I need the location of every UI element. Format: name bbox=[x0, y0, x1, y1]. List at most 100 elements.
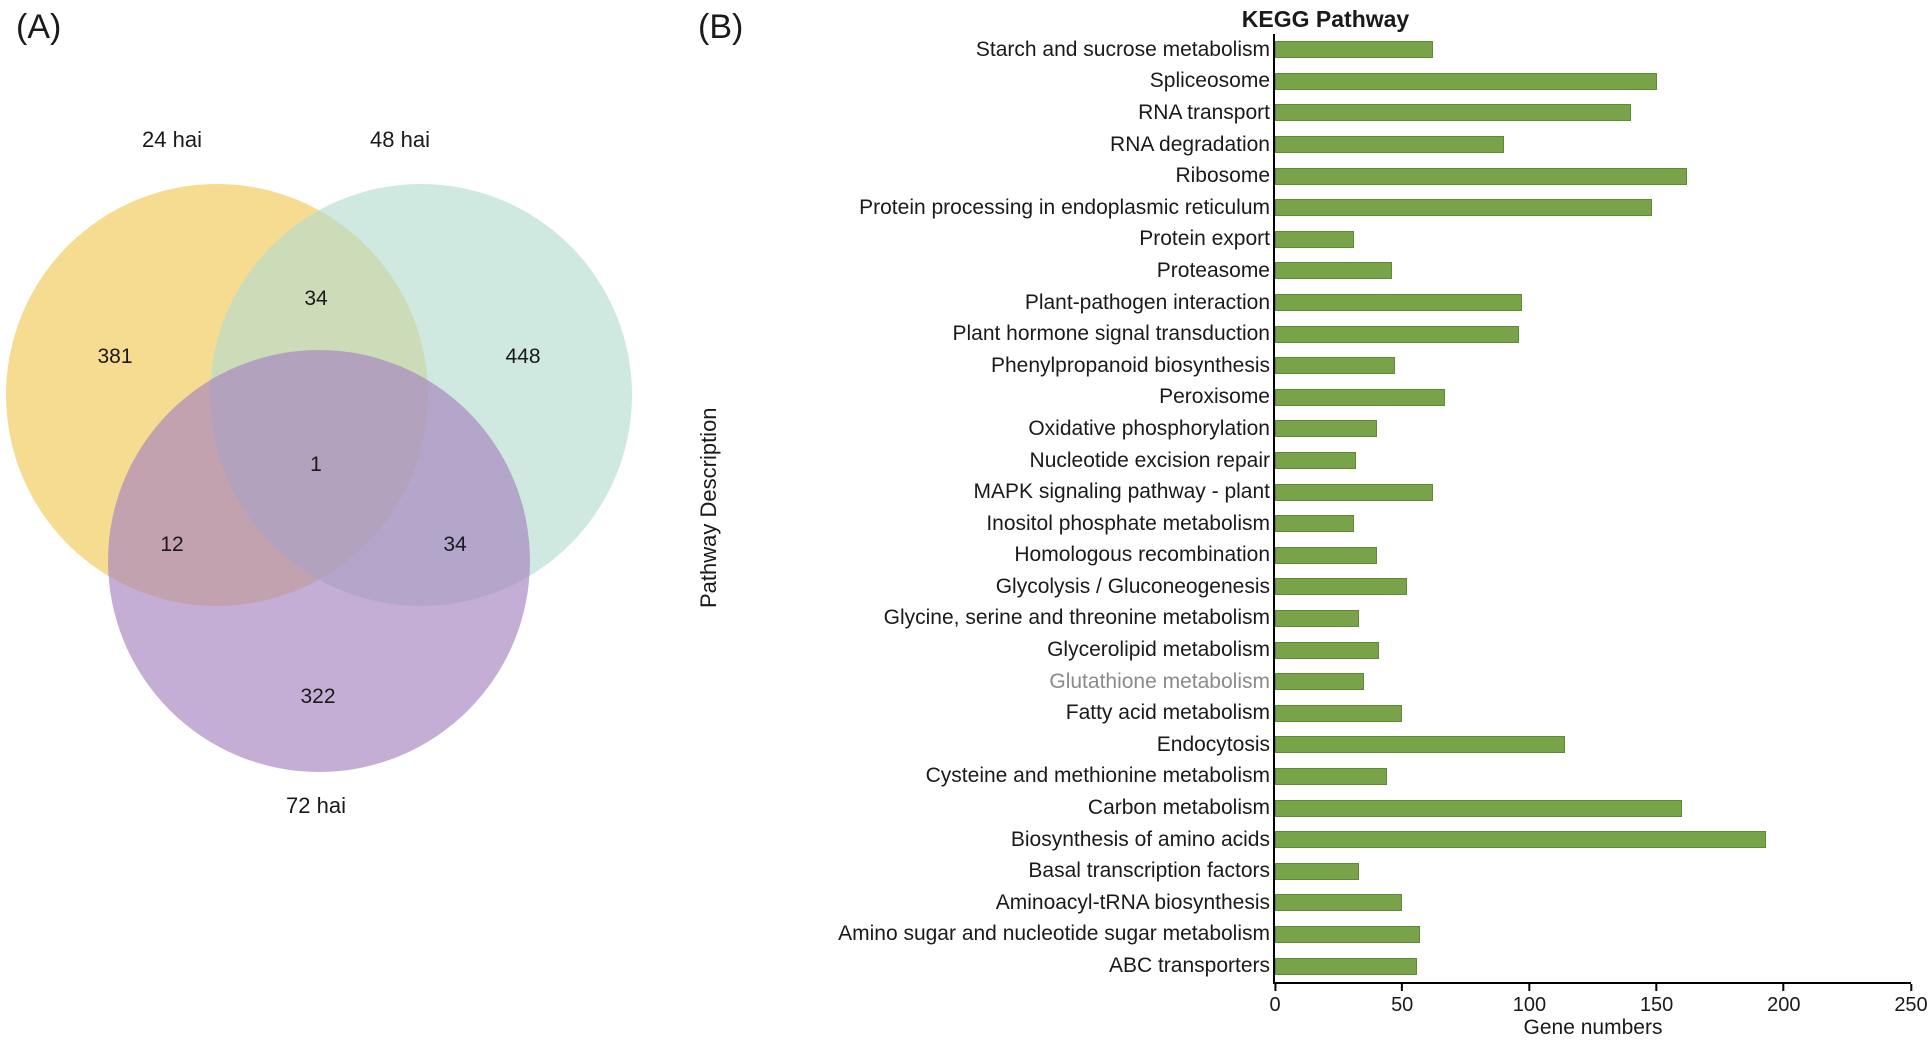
tick-label: 50 bbox=[1391, 994, 1414, 1016]
x-axis-tick: 250 bbox=[1894, 984, 1928, 1017]
x-axis-tick: 0 bbox=[1269, 984, 1281, 1017]
venn-circle-72hai bbox=[108, 350, 530, 772]
tick-mark bbox=[1910, 984, 1912, 991]
bar-category-label: Proteasome bbox=[1156, 258, 1270, 282]
bar bbox=[1275, 452, 1357, 470]
bar-row: Carbon metabolism bbox=[740, 792, 1911, 824]
bar-category-label: Spliceosome bbox=[1149, 69, 1270, 93]
tick-label: 250 bbox=[1894, 994, 1928, 1016]
bar-track bbox=[1275, 357, 1911, 375]
bar-category-label: Biosynthesis of amino acids bbox=[1010, 827, 1270, 851]
venn-set-label-24hai: 24 hai bbox=[142, 127, 202, 152]
bar bbox=[1275, 609, 1359, 627]
tick-label: 0 bbox=[1269, 994, 1281, 1016]
bar bbox=[1275, 704, 1403, 722]
bar-track bbox=[1275, 136, 1911, 154]
bar-row: Oxidative phosphorylation bbox=[740, 413, 1911, 445]
x-axis-tick: 200 bbox=[1767, 984, 1800, 1017]
x-axis-tick: 100 bbox=[1513, 984, 1546, 1017]
bar-category-label: RNA degradation bbox=[1110, 132, 1270, 156]
venn-count-24-72: 12 bbox=[160, 533, 183, 556]
x-axis: 0 50 100 150 200 250 bbox=[1269, 984, 1928, 1024]
venn-count-only-72hai: 322 bbox=[300, 685, 335, 708]
bar bbox=[1275, 799, 1683, 817]
bar bbox=[1275, 831, 1766, 849]
bar-category-label: MAPK signaling pathway - plant bbox=[973, 480, 1271, 504]
bar-row: Ribosome bbox=[740, 160, 1911, 192]
bar-category-label: Glycolysis / Gluconeogenesis bbox=[995, 574, 1270, 598]
bar-category-label: Peroxisome bbox=[1159, 385, 1270, 409]
bar bbox=[1275, 957, 1418, 975]
venn-diagram: 24 hai 48 hai 72 hai 381 448 322 34 12 3… bbox=[6, 127, 632, 818]
bar bbox=[1275, 420, 1377, 438]
bar-row: RNA degradation bbox=[740, 129, 1911, 161]
bar bbox=[1275, 41, 1433, 59]
bar-row: Nucleotide excision repair bbox=[740, 445, 1911, 477]
bar-category-label: Ribosome bbox=[1175, 164, 1270, 188]
bar-row: Homologous recombination bbox=[740, 540, 1911, 572]
tick-label: 150 bbox=[1639, 994, 1674, 1016]
bar-track bbox=[1275, 641, 1911, 659]
bar-track bbox=[1275, 325, 1911, 343]
tick-mark bbox=[1401, 984, 1404, 991]
bar-row: Plant hormone signal transduction bbox=[740, 318, 1911, 350]
bar-track bbox=[1275, 704, 1911, 722]
bar-track bbox=[1275, 388, 1911, 406]
bar-row: Endocytosis bbox=[740, 729, 1911, 761]
bar-track bbox=[1275, 515, 1911, 533]
chart-title: KEGG Pathway bbox=[1241, 6, 1410, 32]
bar-row: Glutathione metabolism bbox=[740, 666, 1911, 698]
bar bbox=[1275, 515, 1354, 533]
bar-category-label: ABC transporters bbox=[1108, 954, 1270, 978]
bar-row: RNA transport bbox=[740, 97, 1911, 129]
tick-mark bbox=[1655, 984, 1658, 991]
bar bbox=[1275, 578, 1408, 596]
bar-category-label: Amino sugar and nucleotide sugar metabol… bbox=[838, 922, 1270, 946]
bar-track bbox=[1275, 799, 1911, 817]
bar bbox=[1275, 862, 1359, 880]
bar-category-label: Phenylpropanoid biosynthesis bbox=[990, 353, 1270, 377]
bar-track bbox=[1275, 420, 1911, 438]
tick-mark bbox=[1274, 984, 1276, 991]
bar-track bbox=[1275, 230, 1911, 248]
bar bbox=[1275, 104, 1632, 122]
bar-row: Glycolysis / Gluconeogenesis bbox=[740, 571, 1911, 603]
x-axis-tick: 150 bbox=[1640, 984, 1673, 1017]
bar bbox=[1275, 136, 1504, 154]
bar-category-label: Carbon metabolism bbox=[1087, 796, 1270, 820]
bar-row: Spliceosome bbox=[740, 66, 1911, 98]
y-axis-title: Pathway Description bbox=[696, 407, 721, 609]
bar bbox=[1275, 767, 1387, 785]
bar-track bbox=[1275, 546, 1911, 564]
bar bbox=[1275, 357, 1395, 375]
bar bbox=[1275, 894, 1403, 912]
bar-row: Glycine, serine and threonine metabolism bbox=[740, 603, 1911, 635]
bar-category-label: Protein processing in endoplasmic reticu… bbox=[859, 195, 1270, 219]
bar-category-label: Plant hormone signal transduction bbox=[952, 322, 1270, 346]
bar-category-label: Protein export bbox=[1139, 227, 1270, 251]
venn-set-label-72hai: 72 hai bbox=[286, 793, 346, 818]
tick-mark bbox=[1782, 984, 1785, 991]
bar-row: Proteasome bbox=[740, 255, 1911, 287]
bar-track bbox=[1275, 167, 1911, 185]
venn-count-only-48hai: 448 bbox=[505, 345, 540, 368]
bar-row: Phenylpropanoid biosynthesis bbox=[740, 350, 1911, 382]
bar-track bbox=[1275, 894, 1911, 912]
bar bbox=[1275, 483, 1433, 501]
bar-row: Cysteine and methionine metabolism bbox=[740, 761, 1911, 793]
bar-category-label: Glycine, serine and threonine metabolism bbox=[883, 606, 1270, 630]
bar-category-label: Inositol phosphate metabolism bbox=[986, 511, 1270, 535]
bar-track bbox=[1275, 41, 1911, 59]
bar-track bbox=[1275, 736, 1911, 754]
bar-row: Peroxisome bbox=[740, 382, 1911, 414]
bar-category-label: Aminoacyl-tRNA biosynthesis bbox=[995, 890, 1270, 914]
bar bbox=[1275, 673, 1365, 691]
venn-count-only-24hai: 381 bbox=[97, 345, 132, 368]
bar-row: MAPK signaling pathway - plant bbox=[740, 476, 1911, 508]
bar-category-label: Basal transcription factors bbox=[1028, 859, 1270, 883]
bar-category-label: Fatty acid metabolism bbox=[1065, 701, 1270, 725]
y-axis-line bbox=[1273, 34, 1275, 984]
bar bbox=[1275, 199, 1652, 217]
venn-count-all-three: 1 bbox=[310, 453, 322, 476]
venn-set-label-48hai: 48 hai bbox=[370, 127, 430, 152]
